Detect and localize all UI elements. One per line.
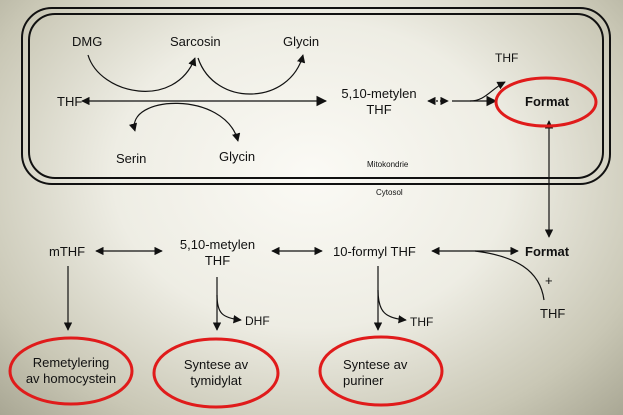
remethylation-line1: Remetylering <box>32 355 110 370</box>
thf-left-label: THF <box>57 94 83 109</box>
cyto-formate-label: Format <box>525 244 570 259</box>
dmg-to-sarcosine-arrow <box>87 54 197 92</box>
dhf-branch <box>216 294 242 324</box>
sarcosine-label: Sarcosin <box>170 34 221 49</box>
mito-formate-label: Format <box>525 94 570 109</box>
thymidylate-label: Syntese av tymidylat <box>166 357 266 389</box>
cyto-methylene-thf-label: 5,10-metylen THF <box>170 237 265 269</box>
mito-methylene-thf-line1: 5,10-metylen <box>341 86 417 101</box>
purine-line2: puriner <box>343 373 384 388</box>
mitochondrion-outer-border <box>21 7 611 185</box>
thymidylate-highlight-circle <box>152 337 280 409</box>
purine-highlight-circle <box>318 335 444 407</box>
remethylation-label: Remetylering av homocystein <box>16 355 126 387</box>
thymidylate-line1: Syntese av <box>183 357 249 372</box>
mitochondrion-label: Mitokondrie <box>367 160 409 169</box>
cyto-methylene-thf-line2: THF <box>204 253 231 268</box>
serine-label: Serin <box>116 151 147 166</box>
mito-methylene-thf-line2: THF <box>366 102 392 117</box>
formate-highlight-circle <box>494 76 598 128</box>
purine-label: Syntese av puriner <box>343 357 407 389</box>
glycine-bottom-label: Glycin <box>219 149 256 164</box>
mito-thf-branch <box>469 81 506 102</box>
plus-sign: + <box>545 273 553 288</box>
thymidylate-line2: tymidylat <box>190 373 242 388</box>
formyl-thf-label: 10-formyl THF <box>333 244 416 259</box>
sarcosine-to-glycine-arrow <box>197 54 306 95</box>
cyto-thf-formyl-label: THF <box>410 315 434 329</box>
serine-glycine-arrow <box>128 102 241 142</box>
glycine-top-label: Glycin <box>283 34 320 49</box>
purine-line1: Syntese av <box>343 357 408 372</box>
cyto-thf-right-label: THF <box>540 306 566 321</box>
cytosol-label: Cytosol <box>376 188 403 197</box>
mitochondrion-inner-border <box>28 13 604 179</box>
thf-branch-formyl <box>377 289 407 324</box>
mito-methylene-thf-label: 5,10-metylen THF <box>334 86 424 118</box>
cyto-methylene-thf-line1: 5,10-metylen <box>179 237 256 252</box>
dmg-label: DMG <box>72 34 103 49</box>
dhf-label: DHF <box>245 314 270 328</box>
remethylation-line2: av homocystein <box>25 371 117 386</box>
thf-join-curve <box>474 250 545 301</box>
mthf-label: mTHF <box>49 244 86 259</box>
mito-thf-top-label: THF <box>495 51 519 65</box>
remethylation-highlight-circle <box>8 336 134 406</box>
